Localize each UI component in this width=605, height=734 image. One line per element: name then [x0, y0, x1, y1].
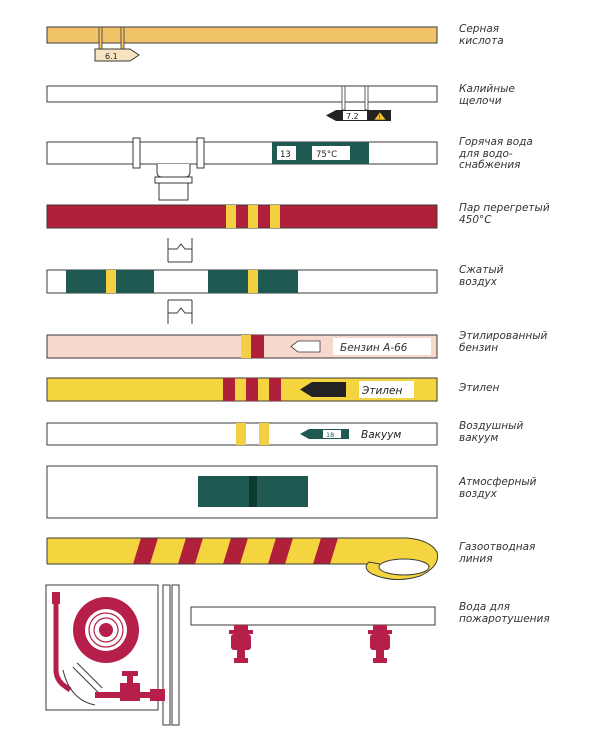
- vacuum-tag-text: Вакуум: [361, 429, 401, 441]
- ethylene-tag-text: Этилен: [361, 385, 402, 397]
- label-gas-vent: Газоотводная линия: [459, 541, 536, 565]
- hose-reel-icon: [72, 597, 139, 693]
- flow-arrow-icon: [300, 382, 346, 397]
- pipe-ethylene: Этилен: [46, 377, 438, 402]
- caustic-code: 7.2: [346, 112, 359, 121]
- gasoline-tag-text: Бензин А-66: [340, 342, 408, 354]
- pipe-break-marks: [167, 238, 193, 324]
- acid-code: 6.1: [105, 52, 118, 61]
- pipe-atmospheric-air: [46, 465, 438, 519]
- pipe-sulfuric-acid: 6.1: [46, 26, 438, 62]
- hot-water-temp: 75°С: [316, 150, 337, 160]
- pipe-gas-vent: [46, 537, 439, 580]
- warning-icon: !: [373, 111, 387, 122]
- vacuum-code: 18: [326, 431, 334, 439]
- label-sulfuric-acid: Серная кислота: [459, 23, 504, 47]
- flow-arrow-icon: [290, 340, 321, 353]
- label-atmospheric-air: Атмосферный воздух: [459, 476, 537, 500]
- label-hot-water: Горячая вода для водо- снабжения: [459, 136, 533, 171]
- label-air-vacuum: Воздушный вакуум: [459, 420, 524, 444]
- pipe-hot-water: 13 75°С: [46, 137, 438, 201]
- pipe-compressed-air: [46, 269, 438, 294]
- acid-tag: [94, 48, 140, 62]
- pipe-steam: [46, 204, 438, 229]
- label-compressed-air: Сжатый воздух: [459, 264, 504, 288]
- label-steam: Пар перегретый 450°С: [459, 202, 550, 226]
- fire-hydrant-icon: [368, 625, 392, 663]
- label-fire-water: Вода для пожаротушения: [459, 601, 550, 625]
- label-ethylene: Этилен: [459, 382, 500, 394]
- hot-water-code: 13: [280, 150, 291, 160]
- label-caustic: Калийные щелочи: [459, 83, 515, 107]
- pipe-leaded-gasoline: Бензин А-66: [46, 334, 438, 359]
- pipe-fire-water: [190, 606, 436, 663]
- svg-text:!: !: [379, 115, 381, 122]
- pipe-air-vacuum: 18 Вакуум: [46, 422, 438, 446]
- fire-hydrant-icon: [229, 625, 253, 663]
- fire-hose-cabinet: [45, 584, 180, 726]
- label-leaded-gasoline: Этилированный бензин: [459, 330, 548, 354]
- pipe-caustic: 7.2 !: [46, 85, 438, 122]
